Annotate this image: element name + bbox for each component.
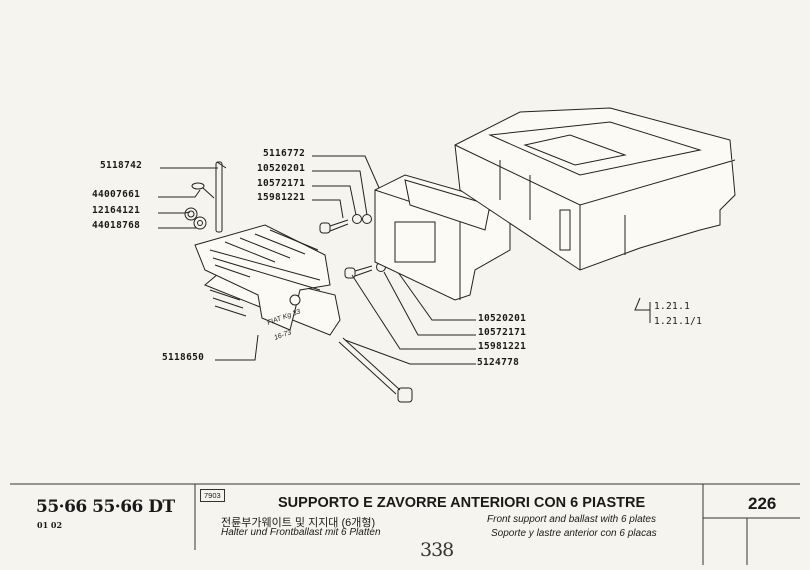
long-bolt-5124778 bbox=[338, 337, 413, 403]
callout-10520201: 10520201 bbox=[257, 163, 306, 174]
callout-5116772: 5116772 bbox=[263, 148, 306, 159]
page-title: SUPPORTO E ZAVORRE ANTERIORI CON 6 PIAST… bbox=[278, 495, 646, 511]
reference-1-21-1: 1.21.1 bbox=[654, 301, 691, 312]
leader-lines bbox=[158, 155, 651, 365]
reference-1-21-1-1: 1.21.1/1 bbox=[654, 316, 703, 327]
ballast-plates-5118650 bbox=[194, 224, 341, 336]
title-spanish: Soporte y lastre anterior con 6 placas bbox=[491, 528, 657, 539]
callout-15981221-lower: 15981221 bbox=[478, 341, 527, 352]
callout-5118742: 5118742 bbox=[100, 160, 143, 171]
callout-5124778: 5124778 bbox=[477, 357, 520, 368]
title-block-lines bbox=[10, 483, 800, 565]
callout-44018768: 44018768 bbox=[92, 220, 141, 231]
callout-10572171-lower: 10572171 bbox=[478, 327, 527, 338]
callout-15981221: 15981221 bbox=[257, 192, 306, 203]
bolt-upper bbox=[319, 214, 372, 234]
title-english: Front support and ballast with 6 plates bbox=[487, 514, 656, 525]
handwritten-number: 338 bbox=[420, 539, 454, 561]
callout-44007661: 44007661 bbox=[92, 189, 141, 200]
callout-10520201-lower: 10520201 bbox=[478, 313, 527, 324]
callout-12164121: 12164121 bbox=[92, 205, 141, 216]
front-support-casting bbox=[454, 107, 736, 271]
callout-5118650: 5118650 bbox=[162, 352, 205, 363]
model-codes: 01 02 bbox=[37, 520, 63, 530]
front-bracket-5116772 bbox=[374, 174, 511, 301]
title-korean: 전륜부가웨이트 및 지지대 (6개형) bbox=[221, 517, 376, 529]
model-names: 55·66 55·66 DT bbox=[36, 497, 175, 517]
page-number: 226 bbox=[748, 494, 777, 513]
pin-5118742 bbox=[215, 161, 227, 233]
catalog-code: 7903 bbox=[200, 489, 225, 502]
nut-and-washer bbox=[184, 207, 207, 230]
ballast-marking-2: 16-73 bbox=[273, 329, 292, 342]
callout-10572171: 10572171 bbox=[257, 178, 306, 189]
split-pin bbox=[191, 182, 215, 199]
title-german: Halter und Frontballast mit 6 Platten bbox=[221, 527, 381, 538]
